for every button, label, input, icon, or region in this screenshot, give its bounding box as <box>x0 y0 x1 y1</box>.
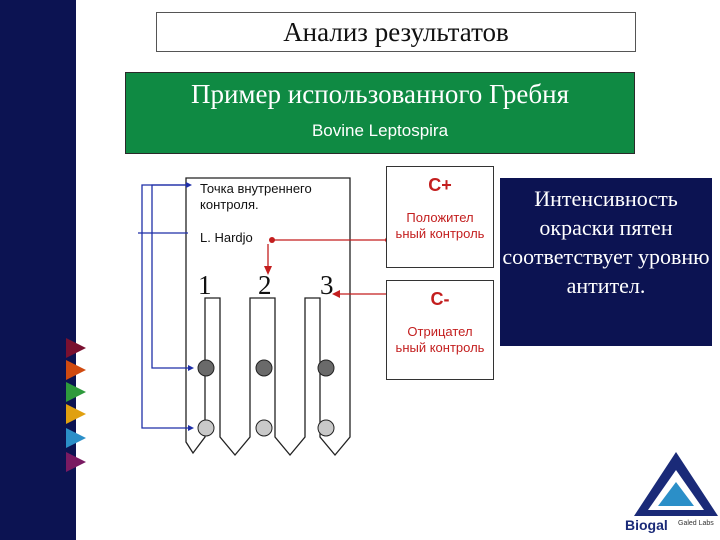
spot-light-lane-3 <box>317 419 335 437</box>
nav-arrow-6[interactable] <box>66 452 86 472</box>
spot-dark-lane-2 <box>255 359 273 377</box>
nav-arrow-4[interactable] <box>66 404 86 424</box>
positive-control-description: Положител ьный контроль <box>395 210 485 241</box>
negative-control-description: Отрицател ьный контроль <box>395 324 485 355</box>
sidebar <box>0 0 76 540</box>
spots <box>197 359 335 437</box>
red-arrow-left <box>332 290 340 298</box>
comb-outline <box>185 177 351 457</box>
nav-arrows <box>66 338 86 472</box>
example-header: Пример использованного Гребня Bovine Lep… <box>125 72 635 154</box>
negative-control-box: C- Отрицател ьный контроль <box>386 280 494 380</box>
nav-arrow-3[interactable] <box>66 382 86 402</box>
connector-lines <box>138 184 192 429</box>
intensity-note: Интенсивность окраски пятен соответствуе… <box>500 178 712 346</box>
nav-arrow-2[interactable] <box>66 360 86 380</box>
internal-control-label: Точка внутреннего контроля. <box>200 181 312 212</box>
hardjo-label: L. Hardjo <box>200 230 253 245</box>
spot-dark-lane-3 <box>317 359 335 377</box>
biogal-logo-tagline: Galed Labs <box>678 520 714 527</box>
biogal-logo-emblem <box>634 452 718 516</box>
negative-control-label: C- <box>430 289 450 309</box>
control-links <box>267 239 395 295</box>
positive-control-box: C+ Положител ьный контроль <box>386 166 494 268</box>
lane-number-3: 3 <box>320 270 334 300</box>
example-title: Пример использованного Гребня <box>190 79 569 109</box>
lane-number-2: 2 <box>258 270 272 300</box>
slide-title: Анализ результатов <box>156 12 636 52</box>
lane-number-1: 1 <box>198 270 212 300</box>
biogal-logo-text: Biogal <box>625 517 668 533</box>
hardjo-dot <box>269 237 275 243</box>
spot-dark-lane-1 <box>197 359 215 377</box>
positive-control-label: C+ <box>428 175 452 195</box>
spot-light-lane-1 <box>197 419 215 437</box>
red-arrow-down <box>264 266 272 275</box>
nav-arrow-5[interactable] <box>66 428 86 448</box>
spot-light-lane-2 <box>255 419 273 437</box>
product-label: Bovine Leptospira <box>311 121 449 140</box>
connector-arrowheads <box>186 182 194 431</box>
nav-arrow-1[interactable] <box>66 338 86 358</box>
